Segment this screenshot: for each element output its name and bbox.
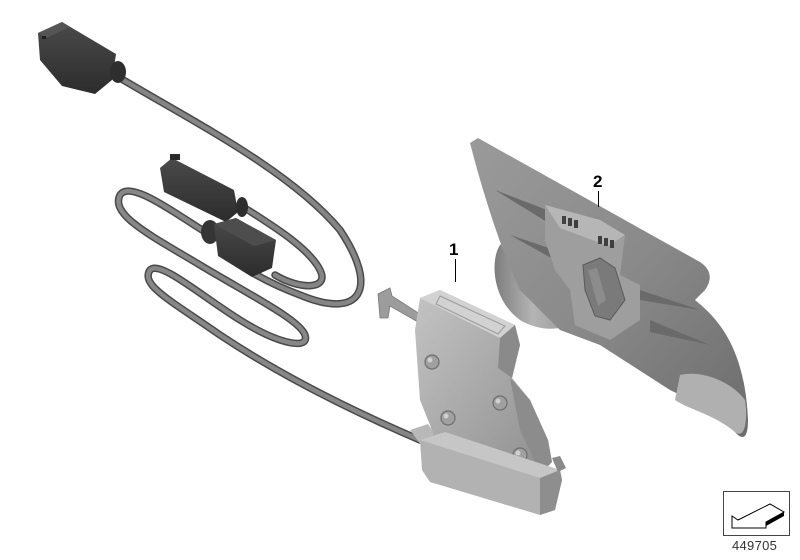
arrow-pointer-icon (731, 503, 786, 529)
callout-label-2: 2 (593, 172, 603, 191)
cable-ferrite-block (201, 218, 276, 277)
mounting-plate (470, 138, 748, 437)
cable-harness (38, 22, 448, 460)
holder-bracket (377, 287, 566, 515)
reference-number: 449705 (732, 538, 778, 553)
plug-connector-middle (160, 154, 248, 222)
reference-icon-box (723, 491, 790, 536)
plug-connector-top (38, 22, 126, 94)
callout-label-1: 1 (449, 240, 459, 259)
